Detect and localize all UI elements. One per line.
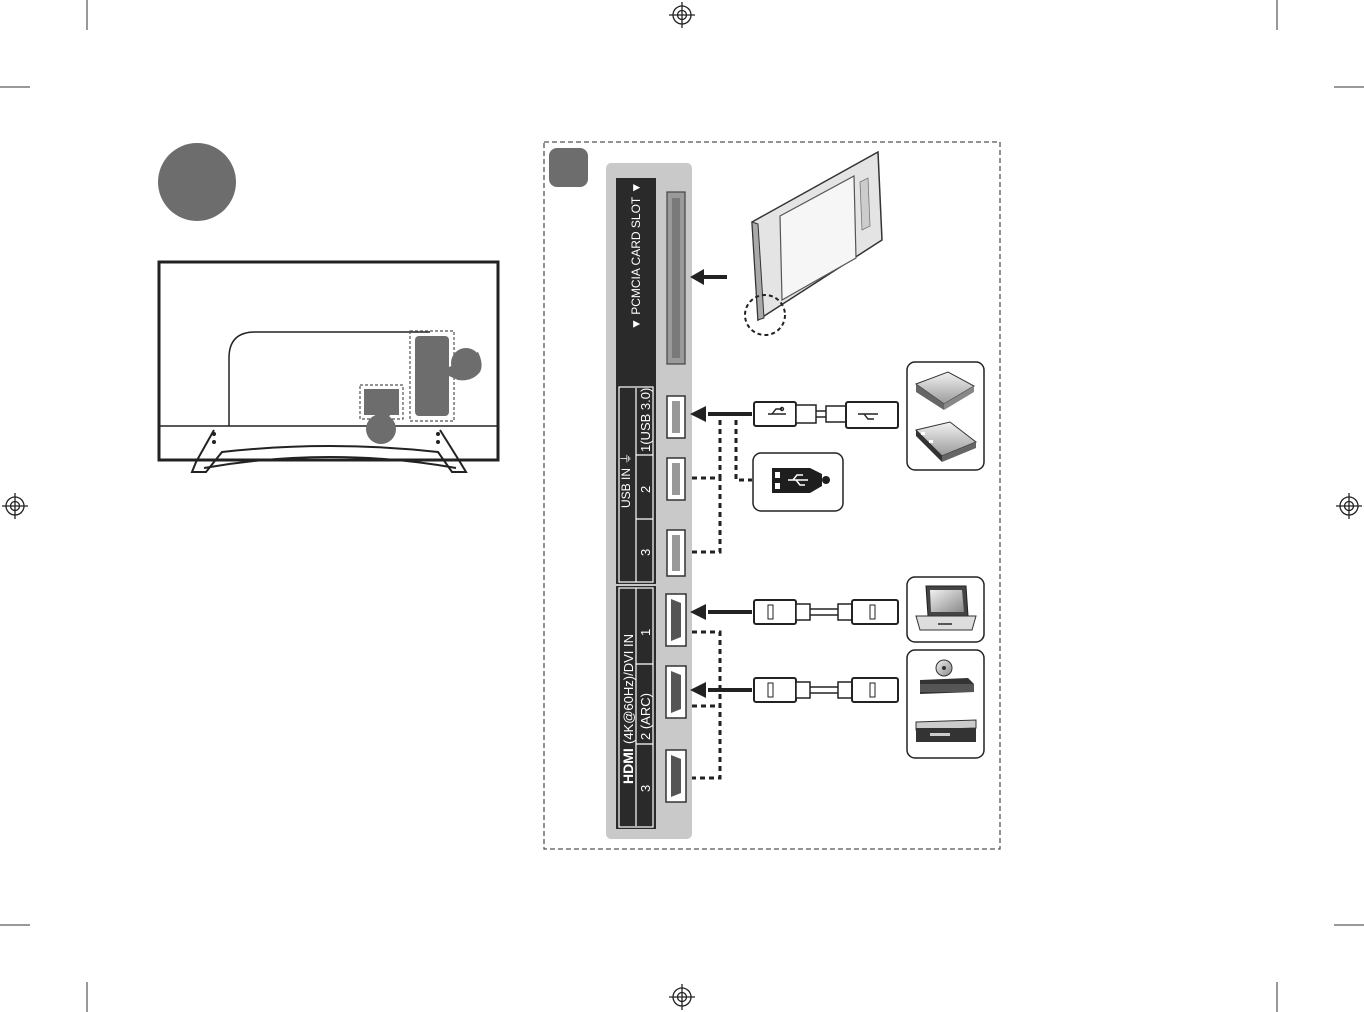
usb-port-2[interactable]	[666, 457, 686, 501]
hdmi-port-1-label: 1	[638, 629, 653, 636]
connection-panel-frame	[543, 141, 1001, 850]
hdmi-alt-connections	[692, 630, 722, 780]
rear-terminal-highlight	[359, 384, 404, 420]
hdmi-port-1[interactable]	[665, 593, 687, 647]
pcmcia-label-strip	[616, 178, 656, 385]
ci-card-orientation-marker	[744, 294, 786, 336]
usb-flash-drive-icon	[752, 452, 844, 512]
usb-hub-icon	[915, 421, 977, 462]
usb-port-3[interactable]	[666, 529, 686, 577]
hdmi-port-2-label: 2 (ARC)	[638, 693, 653, 740]
usb-alt-connections	[692, 420, 752, 554]
hdmi-port-3[interactable]	[665, 749, 687, 803]
hdmi-group-label: (4K@60Hz)/DVI IN	[621, 634, 636, 744]
side-terminal-highlight	[409, 330, 455, 422]
hdmi-logo: HDMI	[620, 748, 636, 784]
side-terminal	[415, 336, 449, 416]
usb-port-3-label: 3	[638, 549, 653, 556]
ci-card-icon	[744, 150, 883, 336]
usb-port-1[interactable]	[666, 395, 686, 439]
usb-port-1-label: 1(USB 3.0)	[638, 388, 653, 452]
hdmi-cable-2	[690, 677, 899, 703]
usb-cable	[690, 401, 899, 429]
laptop-icon	[906, 576, 985, 643]
pcmcia-slot-label: ▼ PCMCIA CARD SLOT ▼	[629, 182, 643, 330]
insert-arrow	[690, 269, 727, 285]
usb-port-2-label: 2	[638, 486, 653, 493]
hdmi-port-2[interactable]	[665, 665, 687, 719]
panel-step-badge	[549, 148, 588, 187]
tv-back-view	[157, 260, 500, 473]
hdmi-cable-1	[690, 599, 899, 625]
hdmi-port-3-label: 3	[638, 785, 653, 792]
usb-in-label: USB IN ⏚	[619, 453, 633, 508]
set-top-box-icon	[915, 719, 977, 742]
step-badge	[158, 143, 236, 221]
